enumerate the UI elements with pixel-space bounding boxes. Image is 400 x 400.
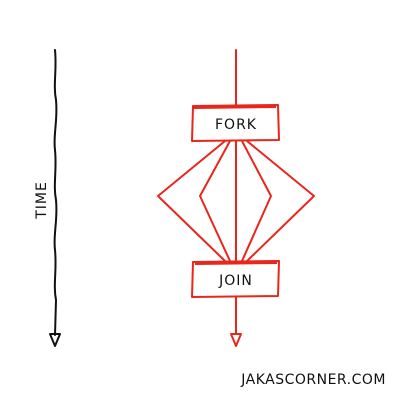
fork-label: FORK (215, 117, 257, 133)
time-axis-arrowhead (49, 333, 61, 347)
main-thread-arrowhead (230, 333, 242, 347)
time-axis-label: TIME (34, 181, 50, 220)
branch-outer-left (157, 140, 226, 262)
time-axis-line (53, 49, 58, 336)
branch-outer-right (246, 140, 315, 262)
parallel-branches (157, 140, 315, 262)
join-node: JOIN (191, 260, 280, 298)
join-label: JOIN (218, 273, 253, 289)
fork-box (191, 104, 280, 142)
branch-inner-left (199, 140, 231, 262)
site-credit: JAKASCORNER.COM (241, 372, 386, 388)
join-box (191, 260, 280, 298)
branch-inner-right (241, 140, 272, 262)
fork-node: FORK (191, 104, 280, 142)
